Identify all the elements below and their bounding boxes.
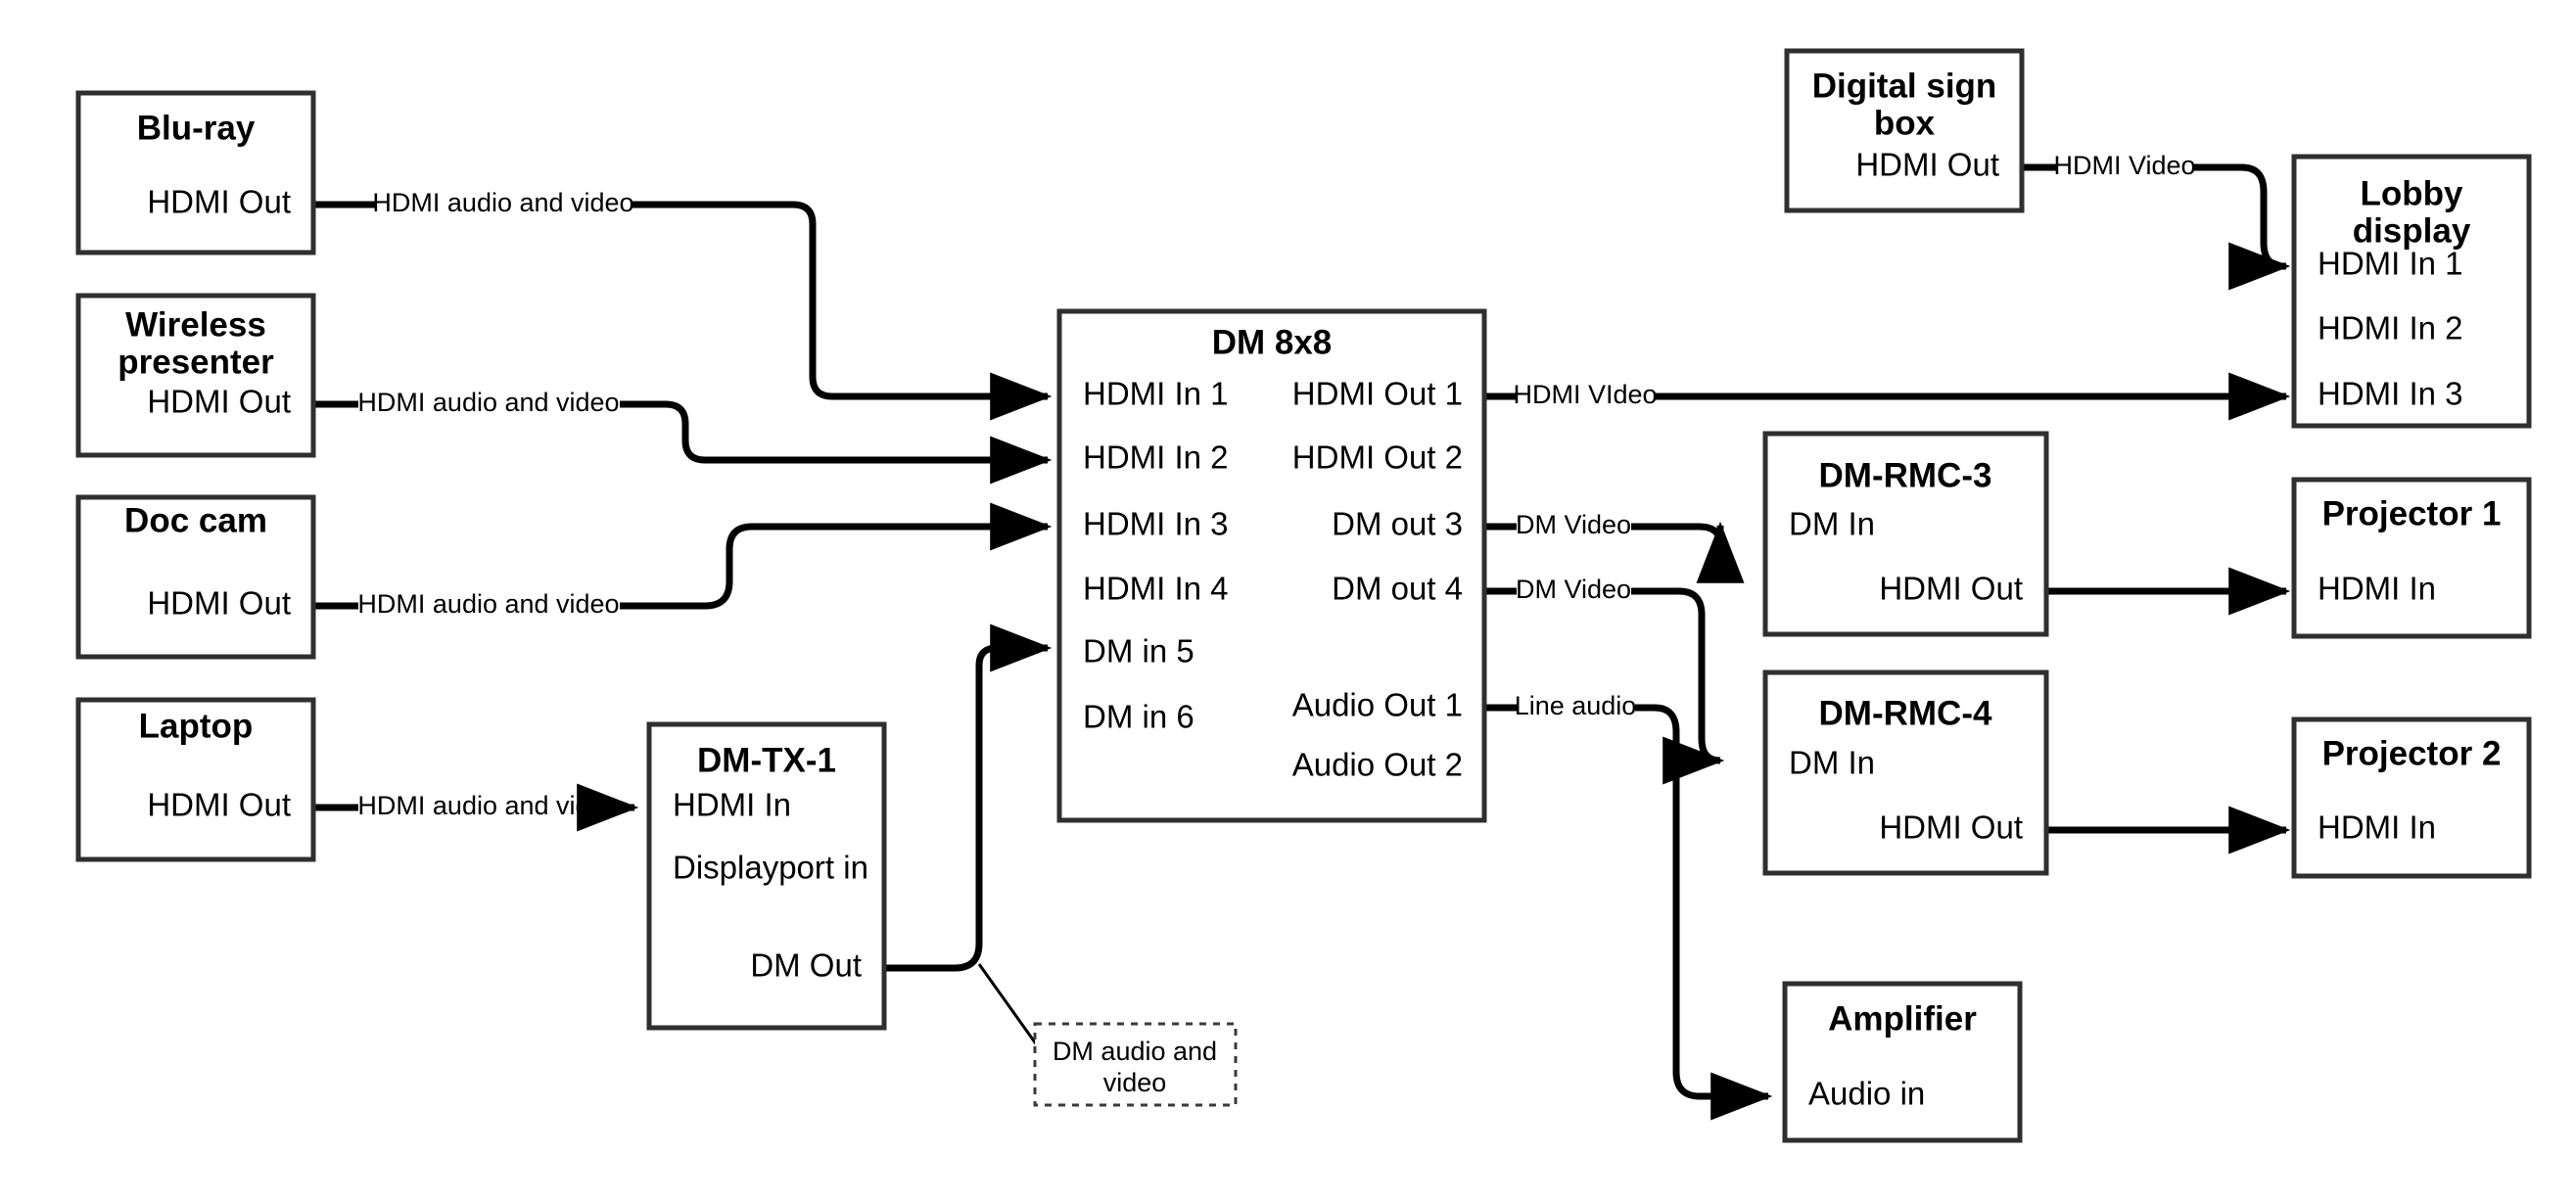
dm-rmc-3-port-hdmi-out: HDMI Out (1879, 571, 2023, 607)
connection-laptop-to-dmtx1: HDMI audio and video (313, 783, 639, 832)
dm-8x8-input-hdmi-in-1: HDMI In 1 (1083, 376, 1229, 412)
doc-cam-title: Doc cam (124, 501, 267, 539)
wireless-presenter-port-hdmi-out: HDMI Out (147, 384, 291, 420)
lobby-display-input-hdmi-in-3: HDMI In 3 (2318, 376, 2463, 412)
dm-8x8-output-audio-out-2: Audio Out 2 (1292, 747, 1463, 783)
node-doc-cam[interactable]: Doc cam HDMI Out (75, 494, 316, 660)
bluray-title: Blu-ray (137, 109, 256, 147)
dm-8x8-title: DM 8x8 (1212, 323, 1333, 361)
dm-rmc-4-port-dm-in: DM In (1789, 745, 1875, 781)
edge-label-dm-out1-to-lobby: HDMI VIdeo (1513, 380, 1657, 409)
wireless-presenter-title-line2: presenter (117, 343, 274, 381)
dm-8x8-output-hdmi-out-1: HDMI Out 1 (1292, 376, 1463, 412)
dm-rmc-4-title: DM-RMC-4 (1819, 694, 1992, 732)
projector-1-port-hdmi-in: HDMI In (2318, 571, 2436, 607)
connection-signbox-to-lobby: HDMI Video (2022, 151, 2291, 291)
dm-8x8-output-dm-out-4: DM out 4 (1332, 571, 1463, 607)
doc-cam-port-hdmi-out: HDMI Out (147, 585, 291, 622)
dm-8x8-input-hdmi-in-3: HDMI In 3 (1083, 506, 1229, 542)
dm-8x8-input-dm-in-6: DM in 6 (1083, 699, 1194, 735)
digital-sign-box-title-line2: box (1874, 104, 1936, 142)
projector-2-port-hdmi-in: HDMI In (2318, 809, 2436, 846)
dm-tx-1-port-dm-out: DM Out (750, 947, 862, 984)
dm-8x8-input-hdmi-in-2: HDMI In 2 (1083, 439, 1229, 476)
dm-rmc-3-port-dm-in: DM In (1789, 506, 1875, 542)
edge-label-wireless-to-dm: HDMI audio and video (357, 388, 619, 417)
amplifier-port-audio-in: Audio in (1808, 1076, 1925, 1112)
dm-8x8-output-dm-out-3: DM out 3 (1332, 506, 1463, 542)
laptop-title: Laptop (139, 707, 254, 745)
connection-dm8x8-out4-to-rmc4: DM Video (1483, 575, 1725, 785)
bluray-port-hdmi-out: HDMI Out (147, 184, 291, 220)
dm-tx-1-port-hdmi-in: HDMI In (673, 787, 791, 823)
projector-1-title: Projector 1 (2322, 494, 2502, 532)
edge-label-sign-to-lobby: HDMI Video (2053, 151, 2195, 180)
connection-doccam-to-dm8x8: HDMI audio and video (313, 502, 1053, 619)
note-line-1: DM audio and (1053, 1037, 1217, 1066)
lobby-display-input-hdmi-in-1: HDMI In 1 (2318, 246, 2463, 282)
connection-wireless-to-dm8x8: HDMI audio and video (313, 388, 1053, 485)
dm-tx-1-port-displayport-in: Displayport in (673, 850, 868, 886)
connection-bluray-to-dm8x8: HDMI audio and video (313, 188, 1053, 421)
lobby-display-title-line2: display (2353, 211, 2471, 250)
node-digital-sign-box[interactable]: Digital sign box HDMI Out (1784, 48, 2025, 213)
edge-label-dm-out4-to-rmc4: DM Video (1516, 575, 1631, 604)
connection-dm8x8-out1-to-lobby: HDMI VIdeo (1483, 372, 2291, 421)
lobby-display-title-line1: Lobby (2361, 174, 2464, 212)
edge-label-dm-audio1-to-amp: Line audio (1515, 691, 1637, 720)
dm-8x8-input-dm-in-5: DM in 5 (1083, 633, 1194, 670)
amplifier-title: Amplifier (1828, 999, 1977, 1038)
node-lobby-display[interactable]: Lobby display HDMI In 1 HDMI In 2 HDMI I… (2291, 154, 2532, 429)
dm-8x8-output-audio-out-1: Audio Out 1 (1292, 687, 1463, 723)
dm-rmc-4-port-hdmi-out: HDMI Out (1879, 809, 2023, 846)
connection-dm8x8-audio1-to-amplifier: Line audio (1483, 691, 1773, 1121)
node-bluray[interactable]: Blu-ray HDMI Out (75, 90, 316, 255)
node-dm-rmc-4[interactable]: DM-RMC-4 DM In HDMI Out (1762, 670, 2049, 876)
dm-tx-1-title: DM-TX-1 (697, 741, 836, 779)
digital-sign-box-port-hdmi-out: HDMI Out (1855, 147, 1999, 183)
node-dm-rmc-3[interactable]: DM-RMC-3 DM In HDMI Out (1762, 431, 2049, 637)
node-amplifier[interactable]: Amplifier Audio in (1782, 981, 2023, 1143)
lobby-display-input-hdmi-in-2: HDMI In 2 (2318, 310, 2463, 346)
digital-sign-box-title-line1: Digital sign (1812, 67, 1997, 105)
laptop-port-hdmi-out: HDMI Out (147, 787, 291, 823)
dm-rmc-3-title: DM-RMC-3 (1819, 456, 1992, 494)
node-projector-2[interactable]: Projector 2 HDMI In (2291, 716, 2532, 879)
note-dm-audio-and-video: DM audio and video (1033, 1022, 1238, 1107)
node-laptop[interactable]: Laptop HDMI Out (75, 697, 316, 862)
wireless-presenter-title-line1: Wireless (125, 305, 266, 344)
projector-2-title: Projector 2 (2322, 734, 2502, 772)
dm-8x8-input-hdmi-in-4: HDMI In 4 (1083, 571, 1229, 607)
node-dm-tx-1[interactable]: DM-TX-1 HDMI In Displayport in DM Out (646, 721, 887, 1031)
edge-label-bluray-to-dm: HDMI audio and video (372, 188, 633, 217)
edge-label-laptop-to-tx: HDMI audio and video (357, 791, 619, 820)
edge-label-dm-out3-to-rmc3: DM Video (1516, 510, 1631, 539)
node-wireless-presenter[interactable]: Wireless presenter HDMI Out (75, 293, 316, 458)
connection-dm8x8-out3-to-rmc3: DM Video (1483, 510, 1745, 583)
node-projector-1[interactable]: Projector 1 HDMI In (2291, 477, 2532, 639)
dm-8x8-output-hdmi-out-2: HDMI Out 2 (1292, 439, 1463, 476)
node-dm-8x8[interactable]: DM 8x8 HDMI In 1 HDMI In 2 HDMI In 3 HDM… (1056, 308, 1487, 823)
edge-label-doccam-to-dm: HDMI audio and video (357, 589, 619, 619)
note-line-2: video (1103, 1068, 1167, 1097)
connection-dmtx1-to-dm8x8 (884, 624, 1053, 1050)
